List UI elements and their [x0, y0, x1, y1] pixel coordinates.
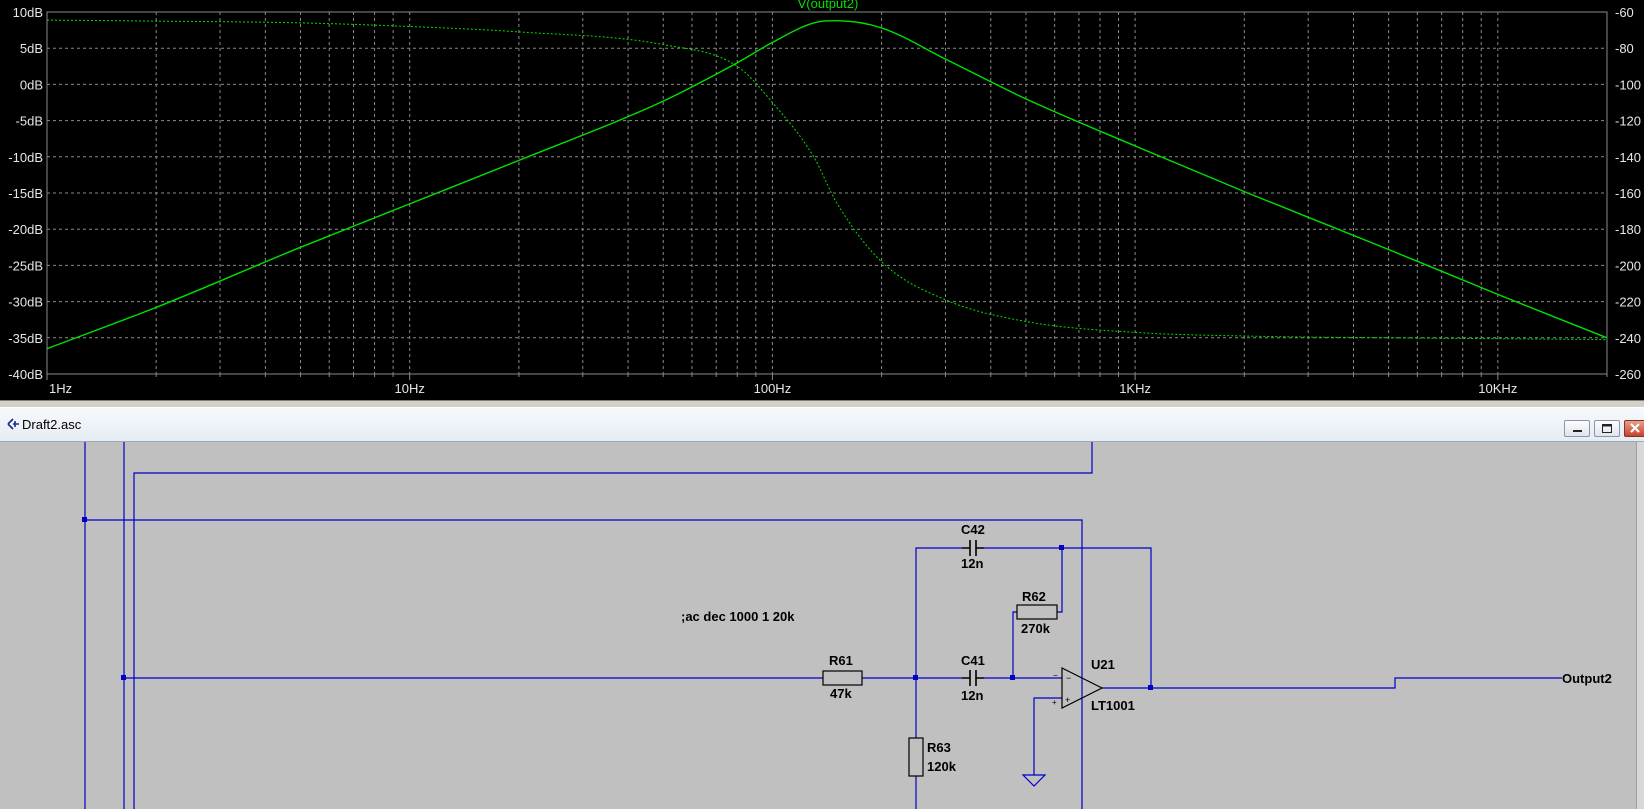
window-titlebar[interactable]: Draft2.asc: [0, 408, 1644, 442]
minimize-button[interactable]: [1564, 420, 1590, 437]
y-right-tick-label: -220: [1615, 295, 1641, 310]
bode-plot[interactable]: 10dB -60 5dB -80 0dB -100 -5dB -120 -10dB -140 -15…: [0, 0, 1644, 400]
y-left-tick-label: -15dB: [8, 186, 43, 201]
junction-dot: [1059, 545, 1064, 550]
x-tick-label: 1KHz: [1119, 381, 1151, 396]
y-left-tick-label: -30dB: [8, 295, 43, 310]
y-left-tick-label: -5dB: [16, 114, 43, 129]
opamp-plus-pin: +: [1065, 695, 1070, 705]
trace-name[interactable]: V(output2): [798, 0, 859, 11]
plot-grid: [46, 11, 1608, 380]
capacitor-symbol[interactable]: [962, 670, 984, 686]
y-right-tick-label: -100: [1615, 77, 1641, 92]
y-right-tick-label: -260: [1615, 367, 1641, 382]
y-left-tick-label: -35dB: [8, 331, 43, 346]
resistor-r63[interactable]: R63 120k: [908, 737, 957, 777]
wire[interactable]: [1102, 677, 1562, 689]
y-left-tick-label: 5dB: [20, 41, 43, 56]
capacitor-symbol[interactable]: [962, 540, 984, 556]
x-tick-label: 100Hz: [754, 381, 792, 396]
component-ref: R63: [927, 740, 951, 755]
component-ref: C42: [961, 522, 985, 537]
waveform-viewer[interactable]: 10dB -60 5dB -80 0dB -100 -5dB -120 -10dB -140 -15…: [0, 0, 1644, 400]
y-right-tick-label: -240: [1615, 331, 1641, 346]
junction-dot: [82, 517, 87, 522]
component-ref: C41: [961, 653, 985, 668]
resistor-body[interactable]: [908, 737, 924, 777]
x-tick-label: 1Hz: [49, 381, 72, 396]
maximize-icon: [1602, 424, 1612, 433]
opamp-triangle[interactable]: [1061, 667, 1104, 709]
plot-traces: [46, 19, 1608, 350]
wire[interactable]: [1012, 611, 1017, 678]
wire[interactable]: [85, 519, 1083, 809]
wire[interactable]: [133, 442, 1093, 809]
capacitor-c41[interactable]: C41 12n: [961, 653, 985, 703]
component-ref: U21: [1091, 657, 1115, 672]
wire[interactable]: [984, 547, 1152, 688]
component-value: LT1001: [1091, 698, 1135, 713]
capacitor-c42[interactable]: C42 12n: [961, 522, 985, 571]
resistor-r61[interactable]: R61 47k: [822, 653, 863, 701]
x-tick-label: 10KHz: [1478, 381, 1517, 396]
resistor-body[interactable]: [1016, 604, 1058, 620]
y-left-tick-label: 10dB: [13, 5, 43, 20]
y-left-tick-label: -20dB: [8, 222, 43, 237]
resistor-body[interactable]: [822, 670, 863, 686]
spice-directive[interactable]: ;ac dec 1000 1 20k: [681, 609, 795, 624]
y-left-tick-label: -10dB: [8, 150, 43, 165]
component-ref: R61: [829, 653, 853, 668]
component-value: 270k: [1021, 621, 1051, 636]
y-left-tick-label: -25dB: [8, 258, 43, 273]
component-value: 12n: [961, 556, 983, 571]
y-right-tick-label: -60: [1615, 5, 1634, 20]
y-right-tick-label: -180: [1615, 222, 1641, 237]
schematic-window[interactable]: Draft2.asc: [0, 408, 1644, 809]
junctions: [82, 517, 1153, 690]
y-left-tick-label: -40dB: [8, 367, 43, 382]
magnitude-trace: [46, 19, 1608, 350]
component-value: 120k: [927, 759, 957, 774]
y-left-tick-label: 0dB: [20, 77, 43, 92]
wires: [84, 442, 1562, 809]
schematic-icon: [7, 418, 19, 430]
phase-trace: [46, 19, 1608, 341]
junction-dot: [913, 675, 918, 680]
wire[interactable]: [1033, 697, 1062, 775]
net-label-output2[interactable]: Output2: [1562, 671, 1612, 686]
opamp-plus-pin: +: [1052, 698, 1057, 707]
junction-dot: [121, 675, 126, 680]
minimize-icon: [1573, 430, 1582, 432]
resistor-r62[interactable]: R62 270k: [1016, 589, 1058, 636]
y-right-tick-label: -200: [1615, 258, 1641, 273]
ground-icon: [1021, 774, 1047, 787]
window-title: Draft2.asc: [22, 417, 82, 432]
opamp-minus-pin: −: [1066, 673, 1071, 683]
junction-dot: [1148, 685, 1153, 690]
pane-splitter[interactable]: [0, 400, 1644, 408]
plot-ticks: 10dB -60 5dB -80 0dB -100 -5dB -120 -10dB -140 -15…: [8, 5, 1641, 396]
y-right-tick-label: -160: [1615, 186, 1641, 201]
vertical-scrollbar[interactable]: [1636, 442, 1644, 809]
y-right-tick-label: -140: [1615, 150, 1641, 165]
wire[interactable]: [915, 547, 962, 738]
component-value: 12n: [961, 688, 983, 703]
component-ref: R62: [1022, 589, 1046, 604]
maximize-button[interactable]: [1594, 420, 1620, 437]
x-tick-label: 10Hz: [395, 381, 425, 396]
close-icon: [1630, 423, 1640, 433]
y-right-tick-label: -80: [1615, 41, 1634, 56]
opamp-u21[interactable]: − + − + U21 LT1001: [1052, 657, 1135, 713]
y-right-tick-label: -120: [1615, 114, 1641, 129]
schematic-canvas[interactable]: R61 47k R62 270k R63 120k C41 12n C42 12…: [0, 442, 1644, 809]
ground-symbol[interactable]: [1021, 774, 1047, 787]
opamp-minus-pin: −: [1053, 671, 1058, 680]
close-button[interactable]: [1624, 420, 1644, 437]
wire[interactable]: [1057, 548, 1063, 613]
junction-dot: [1010, 675, 1015, 680]
component-value: 47k: [830, 686, 852, 701]
